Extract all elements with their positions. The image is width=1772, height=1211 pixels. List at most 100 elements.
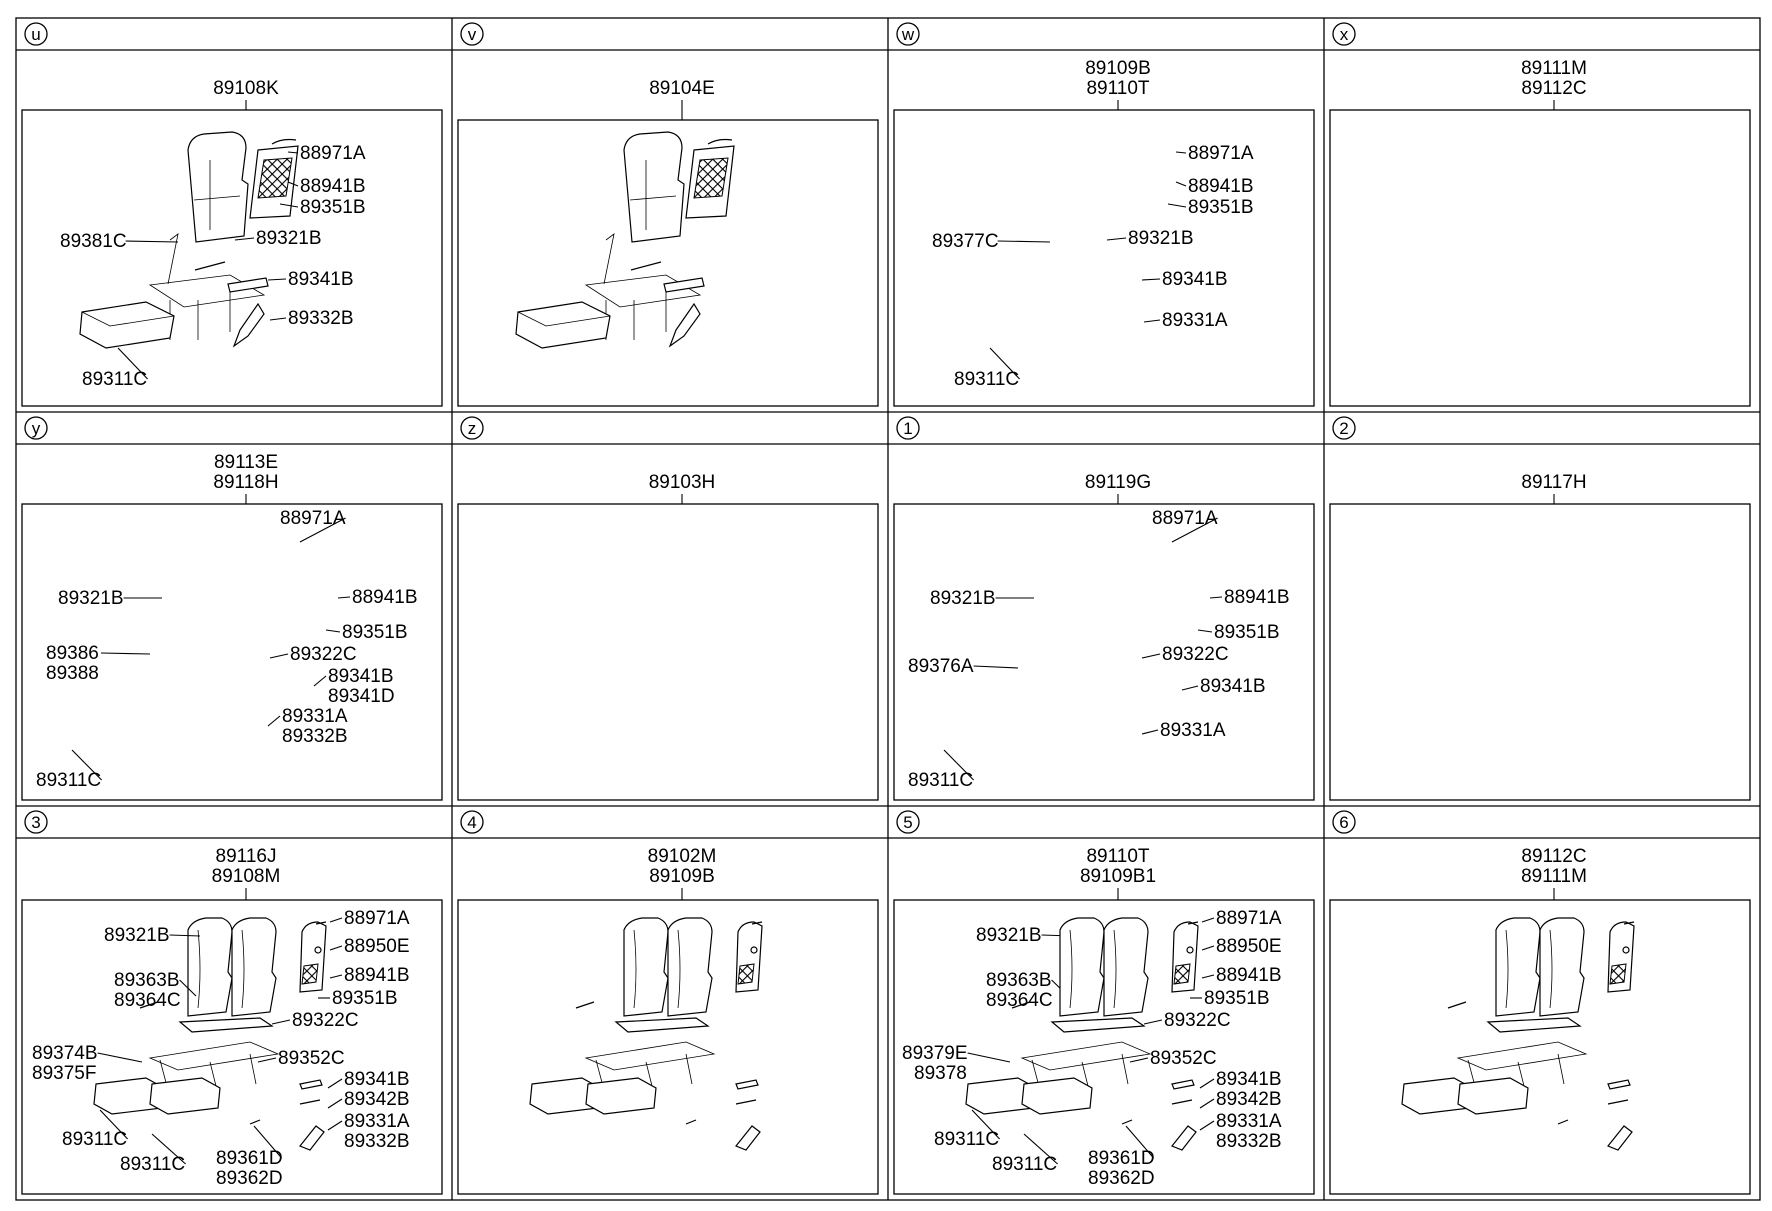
- panel-marker-circle: [24, 22, 48, 46]
- panel-w: w89109B89110T88971A88941B89321B89351B893…: [894, 0, 1315, 407]
- part-number-label: 89311C: [908, 770, 973, 791]
- assembly-number: 89110T: [1086, 846, 1149, 867]
- part-number-label: 89322C: [1164, 1010, 1231, 1031]
- part-number-label: 89322C: [292, 1010, 359, 1031]
- leader-line: [234, 237, 255, 241]
- seat-artwork: [965, 917, 1199, 1151]
- part-number-label: 89362D: [216, 1168, 283, 1189]
- assembly-number: 89113E: [214, 452, 278, 473]
- part-number-label: 89375F: [32, 1063, 96, 1084]
- mesh-net-shape: [1609, 963, 1627, 985]
- side-cover-shape: [232, 302, 265, 348]
- panel-marker-circle: [896, 22, 920, 46]
- part-number-label: 89321B: [930, 588, 996, 609]
- assembly-number: 89118H: [213, 472, 278, 493]
- leader-line: [1201, 974, 1215, 979]
- mesh-net-shape: [693, 157, 729, 199]
- assembly-number: 89108M: [212, 866, 281, 887]
- assembly-number: 89112C: [1521, 846, 1586, 867]
- armrest-shape: [299, 1079, 323, 1090]
- panel-marker-label: u: [31, 25, 40, 44]
- panel-z: z89103H88971A88941B89321B89351B89322C893…: [457, 0, 1290, 801]
- part-number-label: 89322C: [1162, 644, 1229, 665]
- panel-marker-label: 3: [31, 813, 40, 832]
- part-number-label: 89321B: [976, 925, 1042, 946]
- armrest-shape: [735, 1079, 759, 1090]
- side-cover-shape: [1171, 1125, 1197, 1151]
- leader-line: [329, 974, 343, 979]
- part-number-label: 89352C: [1150, 1048, 1217, 1069]
- leader-line: [943, 749, 974, 781]
- part-number-label: 89351B: [1204, 988, 1270, 1009]
- leader-line: [989, 347, 1020, 380]
- leader-line: [279, 203, 299, 208]
- leader-line: [99, 1109, 128, 1140]
- leader-line: [253, 1125, 283, 1159]
- part-number-label: 89332B: [1216, 1131, 1282, 1152]
- assembly-box: [21, 503, 443, 801]
- backrest-shape: [187, 917, 233, 1017]
- backrest-shape: [623, 131, 685, 243]
- panel-1: 189119G88971A88941B89321B89351B89322C893…: [894, 0, 1315, 801]
- backrest-shape: [667, 917, 713, 1017]
- assembly-box: [457, 899, 879, 1195]
- assembly-number: 89109B: [1085, 58, 1151, 79]
- mesh-net-shape: [737, 963, 755, 985]
- part-number-label: 89388: [46, 663, 99, 684]
- part-number-label: 88971A: [300, 143, 366, 164]
- leader-line: [1141, 729, 1159, 735]
- part-number-label: 89341B: [288, 269, 354, 290]
- panel-marker-label: 5: [903, 813, 912, 832]
- assembly-number: 89103H: [649, 472, 716, 493]
- side-cover-shape: [735, 1125, 761, 1151]
- part-number-label: 88971A: [1188, 143, 1254, 164]
- part-number-label: 89381C: [60, 231, 127, 252]
- panel-2: 289117H88971A88941B89321B89351B89322C893…: [1330, 0, 1751, 801]
- part-number-label: 88941B: [1188, 176, 1254, 197]
- part-number-label: 89352C: [278, 1048, 345, 1069]
- panel-marker-label: w: [901, 25, 915, 44]
- leader-line: [1175, 181, 1187, 187]
- leader-line: [117, 347, 148, 380]
- part-number-label: 89376A: [908, 656, 974, 677]
- assembly-number: 89117H: [1521, 472, 1586, 493]
- assembly-number: 89112C: [1521, 78, 1586, 99]
- leader-line: [313, 675, 327, 687]
- hinge-rail-shape: [178, 1017, 274, 1033]
- seat-frame-shape: [1020, 1041, 1152, 1071]
- panel-marker-label: y: [32, 419, 41, 438]
- side-cover-shape: [299, 1125, 325, 1151]
- assembly-box: [457, 119, 879, 407]
- leader-line: [1143, 319, 1161, 323]
- panel-3: 389116J89108M89321B88971A88950E88941B893…: [21, 810, 443, 1195]
- part-number-label: 89332B: [344, 1131, 410, 1152]
- part-number-label: 88941B: [352, 587, 418, 608]
- backrest-shape: [187, 131, 249, 243]
- part-number-label: 89342B: [1216, 1089, 1282, 1110]
- part-number-label: 89386: [46, 643, 99, 664]
- panel-marker-circle: [460, 22, 484, 46]
- part-number-label: 89331A: [344, 1111, 410, 1132]
- part-number-label: 89378: [914, 1063, 967, 1084]
- panel-marker-circle: [24, 810, 48, 834]
- assembly-number: 89108K: [213, 78, 279, 99]
- armrest-shape: [1607, 1079, 1631, 1090]
- seat-frame-shape: [148, 274, 266, 308]
- panel-marker-circle: [1332, 22, 1356, 46]
- part-number-label: 89351B: [1188, 197, 1254, 218]
- part-number-label: 89332B: [282, 726, 348, 747]
- assembly-box: [457, 503, 879, 801]
- leader-line: [287, 181, 299, 187]
- seat-artwork: [515, 131, 735, 349]
- mesh-net-shape: [1173, 963, 1191, 985]
- part-number-label: 89311C: [954, 369, 1019, 390]
- part-number-label: 89362D: [1088, 1168, 1155, 1189]
- seat-cushion-shape: [515, 301, 611, 349]
- leader-line: [1199, 1078, 1215, 1089]
- seat-cushion-shape: [79, 301, 175, 349]
- leader-line: [267, 715, 281, 727]
- leader-line: [1181, 685, 1199, 691]
- seat-artwork: [79, 131, 299, 349]
